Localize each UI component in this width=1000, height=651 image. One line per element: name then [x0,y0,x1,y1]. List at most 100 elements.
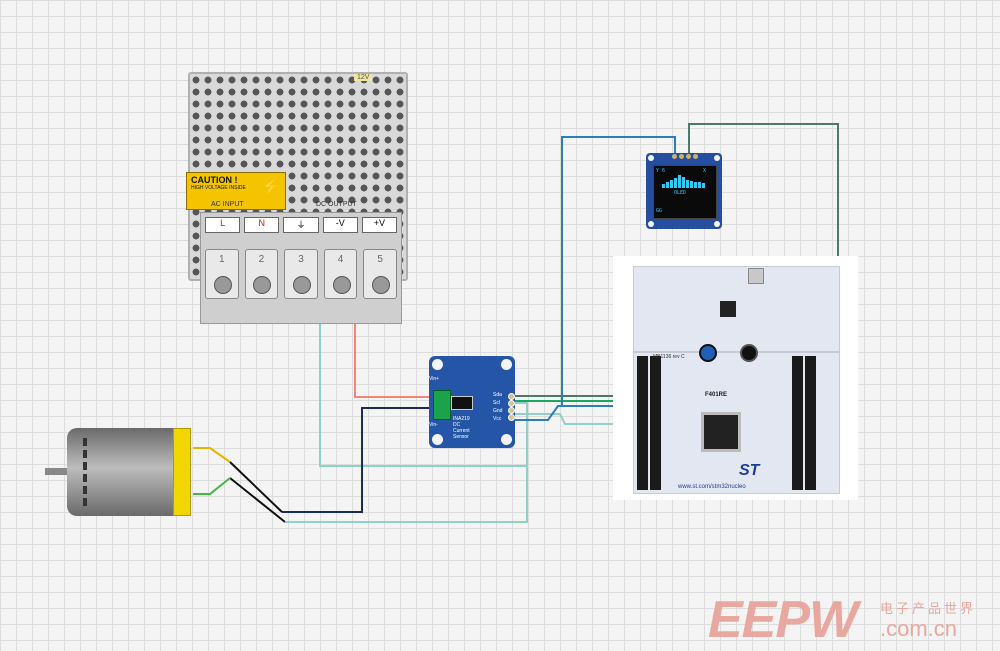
ina-pad-gnd[interactable] [508,407,515,414]
wire-oled-vcc[interactable] [561,136,676,405]
ina-pin-vin-minus: Vin- [429,422,438,428]
ina-pin-vcc: Vcc [493,416,502,422]
usb-connector-icon[interactable] [748,268,764,284]
header-cn10[interactable] [792,356,803,490]
caution-title: CAUTION ! [191,175,238,185]
header-cn9[interactable] [805,356,816,490]
wire-motor-black[interactable] [229,461,283,513]
reset-button[interactable] [740,344,758,362]
motor-stripe [83,438,93,506]
terminal-2[interactable]: 2 [244,249,279,299]
ina-pad-sda[interactable] [508,393,515,400]
terminal-3[interactable]: 3 [284,249,318,299]
ina-pin-vin-plus: Vin+ [429,376,440,382]
terminal-5-number: 5 [377,254,383,265]
ina-chip [451,396,473,410]
oled-bar [694,182,697,188]
ac-input-label: AC INPUT [211,201,244,208]
oled-bar [682,177,685,188]
stlink-section [633,266,840,352]
watermark-cn: 电子产品世界 [880,601,977,616]
terminal-label-n: N [244,217,280,233]
psu-terminal-block: AC INPUT DC OUTPUT L N ⏚ -V +V 1 2 3 4 5 [200,201,402,324]
terminal-label-neg: -V [322,217,358,233]
oled-display[interactable]: Y 6 X OLED GG [646,153,722,229]
wire-motor-green[interactable] [193,477,231,495]
eepw-watermark: EEPW 电子产品世界 .com.cn [708,592,998,648]
oled-bar [702,183,705,188]
oled-bar [678,175,681,188]
screw-icon [253,276,272,294]
oled-bar [670,180,673,188]
oled-bar-graph [662,174,706,188]
wire-motor-yellow[interactable] [193,447,231,463]
header-cn5-left[interactable] [650,356,661,490]
terminal-label-pos: +V [361,217,398,233]
mount-hole [432,359,443,370]
terminal-3-number: 3 [298,254,304,265]
terminal-2-number: 2 [258,254,265,265]
mount-hole [648,221,654,227]
st-logo: ST [739,462,760,479]
terminal-1-number: 1 [219,254,225,265]
terminal-5[interactable]: 5 [363,249,397,299]
ina-pin-gnd: Gnd [493,408,503,414]
screw-icon [372,276,391,294]
power-supply[interactable]: CAUTION ! HIGH VOLTAGE INSIDE ⚡ AC INPUT… [178,72,416,324]
wire-motor-return[interactable] [285,466,528,523]
terminal-4[interactable]: 4 [323,249,358,299]
mount-hole [501,434,512,445]
mcu-chip [701,412,741,452]
mount-hole [501,359,512,370]
oled-bar [698,182,701,188]
psu-top-tag: 12V [354,74,373,81]
oled-pin-gnd[interactable] [672,154,677,159]
oled-text-bottom-left: GG [656,208,663,214]
oled-bar [686,180,689,188]
dc-motor[interactable] [45,428,195,518]
nucleo-board[interactable]: MB1136 rev C F401RE ST www.st.com/stm32n… [613,256,858,500]
oled-text-top-right: X [702,168,706,174]
oled-bar [690,181,693,188]
mount-hole [648,155,654,161]
wire-motor-black-2[interactable] [229,477,286,523]
oled-text-top-left: Y 6 [656,168,666,174]
nucleo-url: www.st.com/stm32nucleo [678,484,746,490]
dc-output-label: DC OUTPUT [316,201,357,208]
user-button[interactable] [699,344,717,362]
terminal-label-ground: ⏚ [283,217,319,233]
watermark-domain: .com.cn [880,616,958,641]
oled-pin-sda[interactable] [693,154,698,159]
psu-caution-label: CAUTION ! HIGH VOLTAGE INSIDE ⚡ [186,172,286,210]
header-cn7[interactable] [637,356,648,490]
wire-psu-positive[interactable] [354,290,437,398]
ina-screw-terminal[interactable] [433,390,451,420]
wire-oled-gnd[interactable] [570,132,680,154]
nucleo-model: F401RE [705,392,728,398]
oled-pin-scl[interactable] [686,154,691,159]
oled-bar [662,184,665,188]
mount-hole [714,155,720,161]
oled-bar [666,182,669,188]
ina-pin-sda: Sda [493,392,502,398]
screw-icon [332,276,351,294]
caution-text: HIGH VOLTAGE INSIDE [191,185,246,191]
oled-text-mid: OLED [674,190,687,196]
high-voltage-icon: ⚡ [261,179,281,196]
ina-pad-vcc[interactable] [508,414,515,421]
oled-screen: Y 6 X OLED GG [653,165,717,219]
ina-pad-scl[interactable] [508,400,515,407]
motor-end-cap [173,428,191,516]
terminal-4-number: 4 [337,254,344,265]
ina219-sensor[interactable]: INA219 DC Current Sensor Vin+ Vin- Vcc G… [429,356,515,448]
mount-hole [714,221,720,227]
oled-bar [674,178,677,188]
oled-pin-vcc[interactable] [679,154,684,159]
stlink-chip [720,301,736,317]
terminal-1[interactable]: 1 [205,249,239,299]
screw-icon [292,276,311,294]
mount-hole [432,434,443,445]
wire-ina-to-motor[interactable] [282,407,437,513]
motor-shaft [45,468,69,475]
